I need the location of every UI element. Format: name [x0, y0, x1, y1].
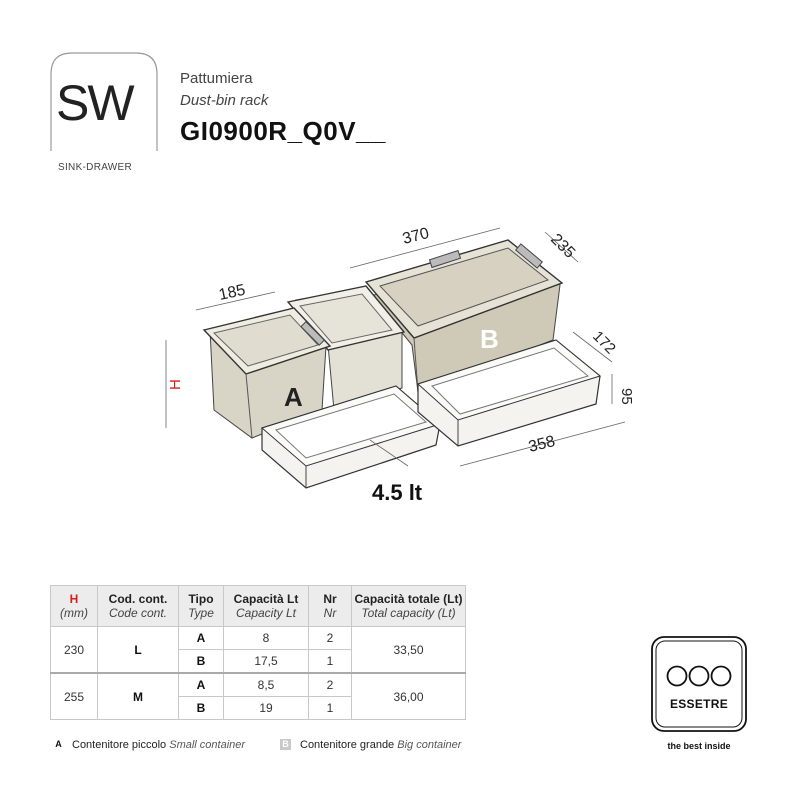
- tray-front: [260, 385, 442, 489]
- legend-text-b: Contenitore grande Big container: [300, 739, 462, 751]
- sw-logo-frame: [50, 52, 158, 151]
- label-container-a: A: [284, 382, 303, 412]
- legend-key-a: A: [53, 739, 64, 750]
- product-code: GI0900R_Q0V__: [180, 116, 386, 146]
- dim-width-tray: 358: [527, 433, 557, 456]
- label-container-b: B: [480, 324, 499, 354]
- dim-width-big: 370: [401, 225, 431, 248]
- table-row: B 17,5 1: [51, 649, 466, 674]
- legend-text-a: Contenitore piccolo Small container: [72, 739, 246, 751]
- legend-key-b: B: [280, 739, 291, 750]
- bin-rack-drawing: 185 370 235 172 95 358 H A B 4.5 lt: [165, 225, 635, 505]
- dim-height-tray: 95: [618, 388, 635, 405]
- col-header-code: Cod. cont.Code cont.: [97, 585, 179, 627]
- product-title-italian: Pattumiera: [180, 70, 253, 87]
- col-header-total: Capacità totale (Lt)Total capacity (Lt): [351, 585, 466, 627]
- small-container-a-front: [202, 307, 332, 439]
- brand-tagline: the best inside: [667, 741, 731, 751]
- dim-depth-big: 235: [547, 231, 578, 262]
- product-title-english: Dust-bin rack: [180, 92, 269, 109]
- sw-logo: SW: [56, 75, 135, 131]
- dim-width-small: 185: [217, 282, 247, 304]
- col-header-h: H(mm): [50, 585, 98, 627]
- tray-capacity-label: 4.5 lt: [372, 480, 423, 505]
- tray-back: [417, 339, 602, 447]
- table-row: 255 M A 8,5 2 36,00: [50, 672, 466, 720]
- dim-depth-tray: 172: [589, 328, 619, 358]
- table-row: 230 L A 8 2 33,50: [50, 626, 466, 674]
- table-row: B 19 1: [51, 696, 466, 720]
- logo-subtitle: SINK-DRAWER: [58, 162, 133, 173]
- essetre-logo: [651, 636, 747, 732]
- dim-height: H: [167, 379, 184, 390]
- brand-name: ESSETRE: [669, 697, 729, 711]
